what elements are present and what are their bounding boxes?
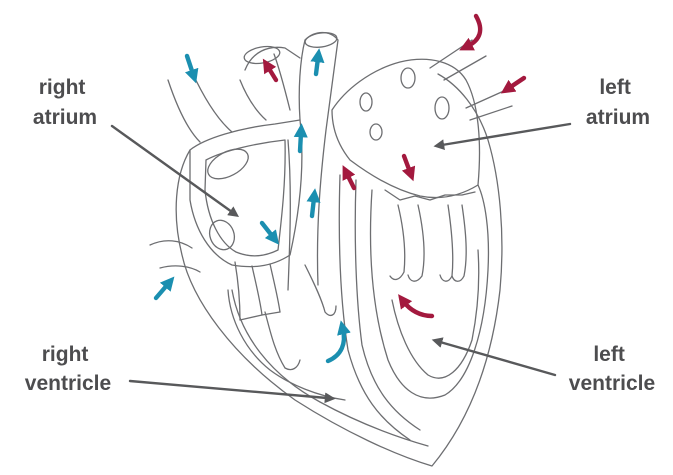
mitral-valve	[385, 190, 475, 281]
tricuspid-valve	[235, 262, 336, 370]
left-atrium-wall	[332, 59, 480, 197]
label-left-atrium: left atrium	[586, 76, 650, 129]
left-atrium-opening-3	[401, 68, 415, 88]
label-left-ventricle: left ventricle	[569, 343, 655, 395]
red-arrow-pulmonary-vein-lower	[509, 78, 524, 88]
pulmonary-trunk-inner	[288, 140, 290, 290]
heart-outline	[150, 31, 512, 466]
red-arrow-left-ventricle	[404, 302, 432, 316]
leader-left-ventricle	[440, 342, 555, 375]
superior-vena-cava	[168, 72, 232, 142]
blue-arrow-superior-vena-cava	[187, 56, 193, 74]
leader-right-atrium	[112, 126, 232, 212]
leader-left-atrium	[442, 124, 570, 145]
blue-arrow-inferior-vena-cava	[156, 284, 168, 298]
right-ventricle-inner	[228, 290, 345, 400]
left-atrium-opening-2	[370, 124, 382, 140]
left-atrium-opening-4	[435, 97, 449, 119]
pulmonary-artery-opening	[304, 31, 338, 49]
right-atrium-opening	[203, 143, 253, 185]
blue-arrow-right-atrium	[262, 223, 273, 237]
red-arrow-left-atrium	[404, 156, 410, 172]
left-atrium-opening-1	[360, 93, 372, 111]
red-arrow-aorta	[268, 67, 276, 80]
aorta	[240, 47, 300, 120]
blue-arrow-pulmonary-trunk-mid	[300, 133, 301, 151]
leader-right-ventricle	[130, 381, 327, 398]
left-ventricle-wall	[371, 185, 489, 398]
blue-arrow-pulmonary-artery	[316, 58, 318, 74]
blue-arrow-right-ventricle	[328, 330, 344, 361]
aorta-opening	[243, 44, 281, 66]
inferior-vena-cava	[150, 241, 200, 272]
pulmonary-veins	[430, 40, 512, 120]
label-right-atrium: right atrium	[33, 76, 97, 129]
label-right-ventricle: right ventricle	[25, 343, 111, 395]
left-ventricle-inner	[392, 250, 479, 378]
red-arrow-aortic-outflow	[347, 174, 354, 188]
blue-arrow-pulmonary-trunk-lower	[312, 198, 314, 216]
